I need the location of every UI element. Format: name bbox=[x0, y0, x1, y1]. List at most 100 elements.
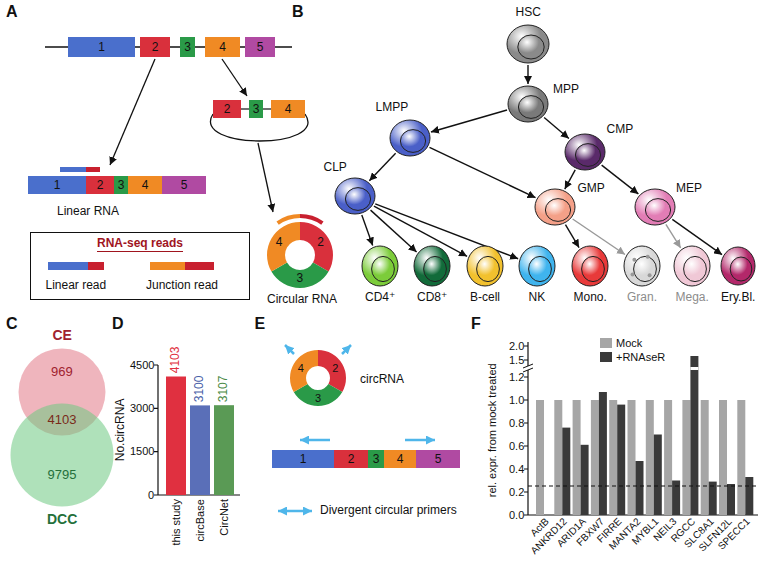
bar bbox=[628, 400, 636, 515]
exon-box: 4 bbox=[128, 176, 162, 194]
category-label: circBase bbox=[194, 499, 207, 541]
read-bar bbox=[86, 167, 100, 172]
bar-axis bbox=[154, 365, 158, 495]
threshold-line bbox=[528, 486, 758, 487]
cell-node: CD8⁺ bbox=[413, 245, 451, 287]
panel-letter: A bbox=[6, 3, 18, 21]
exon-box: 3 bbox=[368, 450, 384, 468]
bar bbox=[682, 400, 690, 515]
tick-label: 1.0 bbox=[509, 394, 524, 407]
cell-shape bbox=[564, 133, 606, 171]
bar-value: 3107 bbox=[217, 375, 231, 402]
backsplice-curve bbox=[210, 114, 308, 141]
cell-shape bbox=[334, 177, 376, 215]
category-label: this study bbox=[170, 499, 183, 545]
exon-box: 2 bbox=[213, 100, 241, 118]
cell-label: MPP bbox=[552, 83, 580, 97]
set-name: CE bbox=[53, 327, 72, 343]
panel-letter: E bbox=[255, 315, 266, 333]
lineage-arrow bbox=[565, 225, 579, 248]
cell-body bbox=[572, 246, 608, 286]
primer-arrow bbox=[278, 345, 435, 511]
exon-box: 5 bbox=[245, 37, 275, 57]
bar bbox=[727, 484, 735, 515]
caption-label: Linear RNA bbox=[57, 205, 119, 219]
cell-label: Mono. bbox=[573, 291, 608, 305]
exon-number: 3 bbox=[315, 392, 321, 405]
cell-body bbox=[467, 246, 503, 286]
cell-nucleus bbox=[345, 188, 370, 211]
cell-body bbox=[414, 246, 450, 286]
circ-ring bbox=[267, 222, 333, 288]
exon-box: 2 bbox=[140, 37, 170, 57]
cell-node: CMP bbox=[564, 133, 606, 171]
cell-shape bbox=[571, 245, 609, 287]
cell-label: Ery.Bl. bbox=[720, 291, 756, 305]
cell-shape bbox=[518, 245, 556, 287]
cell-label: CMP bbox=[606, 123, 635, 137]
tick-label: 0 bbox=[148, 489, 154, 502]
cell-node: NK bbox=[518, 245, 556, 287]
cell-shape bbox=[720, 246, 756, 286]
exon-number: 5 bbox=[181, 179, 188, 191]
read-bar bbox=[60, 167, 86, 172]
legend-text: Linear read bbox=[46, 279, 107, 293]
tick-label: 1.2 bbox=[509, 371, 524, 384]
cell-nucleus bbox=[730, 257, 752, 281]
caption-label: circRNA bbox=[360, 373, 404, 387]
cell-nucleus bbox=[645, 199, 670, 222]
lineage-arrow bbox=[362, 215, 373, 246]
cell-body bbox=[721, 247, 755, 285]
set-count: 969 bbox=[51, 365, 73, 380]
exon-box: 4 bbox=[384, 450, 416, 468]
circ-ring bbox=[267, 222, 300, 272]
legend-text: +RNAseR bbox=[616, 351, 665, 364]
exon-number: 1 bbox=[54, 179, 61, 191]
cell-shape bbox=[634, 188, 676, 226]
cell-shape bbox=[506, 24, 550, 64]
cell-node: HSC bbox=[506, 24, 550, 64]
bar bbox=[646, 400, 654, 515]
junction-read-arc bbox=[278, 216, 300, 223]
cell-label: Mega. bbox=[675, 291, 710, 305]
cell-nucleus bbox=[400, 130, 425, 153]
process-arrow bbox=[222, 59, 247, 96]
bar bbox=[562, 428, 570, 515]
cell-nucleus bbox=[518, 96, 543, 119]
process-arrow bbox=[258, 143, 273, 212]
bar bbox=[636, 461, 644, 515]
bar bbox=[214, 405, 234, 495]
legend-heading: RNA-seq reads bbox=[97, 237, 183, 252]
bar bbox=[690, 356, 698, 515]
exon-number: 5 bbox=[435, 453, 442, 465]
cell-label: LMPP bbox=[375, 101, 410, 115]
bar bbox=[737, 400, 745, 515]
lineage-arrow bbox=[544, 118, 569, 139]
legend-swatch bbox=[600, 352, 612, 362]
cell-body bbox=[390, 120, 430, 156]
cell-body bbox=[335, 178, 375, 214]
cell-nucleus bbox=[477, 256, 500, 281]
exon-box: 2 bbox=[86, 176, 114, 194]
cell-body bbox=[635, 189, 675, 225]
cell-label: GMP bbox=[577, 182, 606, 196]
exon-box: 2 bbox=[334, 450, 368, 468]
axis-title: No.circRNA bbox=[114, 399, 128, 462]
cell-shape bbox=[507, 85, 549, 123]
legend-text: Junction read bbox=[146, 279, 218, 293]
panel-letter: C bbox=[6, 315, 18, 333]
bar bbox=[701, 400, 709, 515]
primer-arrow bbox=[278, 510, 312, 513]
cell-nucleus bbox=[518, 35, 544, 59]
cell-shape bbox=[389, 119, 431, 157]
lineage-arrow bbox=[527, 65, 528, 84]
cell-label: CD4⁺ bbox=[364, 291, 396, 305]
cell-body bbox=[508, 86, 548, 122]
tick-label: 0.6 bbox=[509, 440, 524, 453]
cell-body bbox=[565, 134, 605, 170]
cell-nucleus bbox=[582, 256, 605, 281]
primer-arrow bbox=[342, 345, 351, 354]
bar bbox=[709, 482, 717, 515]
caption-label: Circular RNA bbox=[267, 293, 337, 307]
set-count: 9795 bbox=[48, 468, 77, 483]
